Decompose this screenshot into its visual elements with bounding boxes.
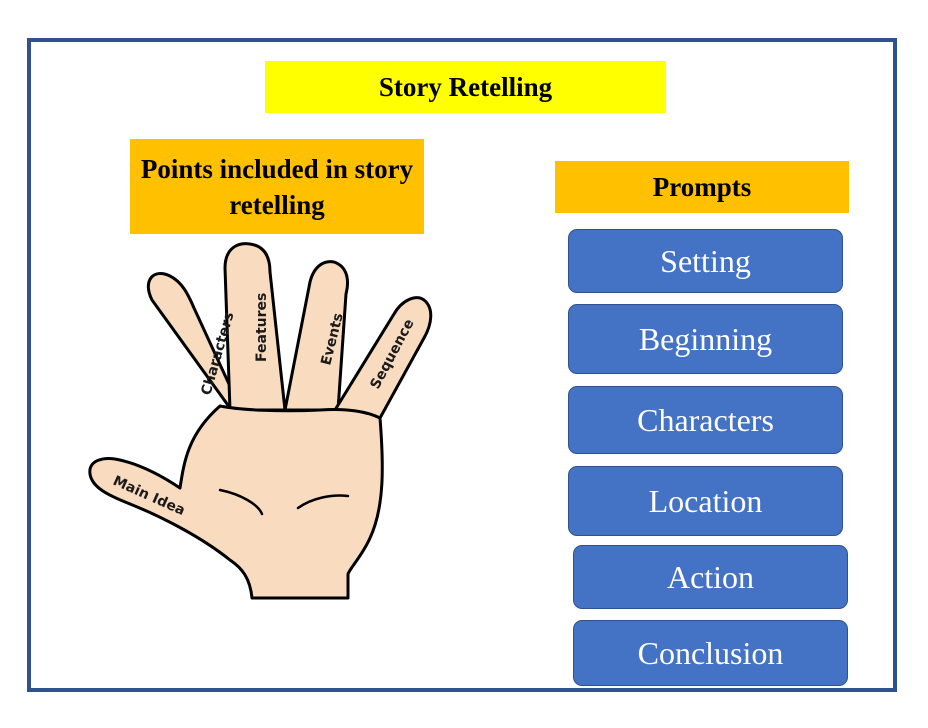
hand-illustration: Main Idea Characters Features Events Seq… [88, 242, 433, 600]
ring-finger [283, 260, 349, 412]
diagram-frame [27, 38, 897, 692]
prompts-heading: Prompts [555, 161, 849, 213]
palm [88, 404, 384, 600]
middle-label: Features [254, 293, 270, 362]
diagram-title: Story Retelling [265, 61, 666, 113]
prompt-conclusion: Conclusion [573, 620, 848, 686]
prompt-location: Location [568, 466, 843, 536]
index-finger [146, 272, 242, 410]
points-heading: Points included in story retelling [130, 139, 424, 234]
prompt-beginning: Beginning [568, 304, 843, 374]
prompt-action: Action [573, 545, 848, 609]
pinky-finger [333, 296, 433, 420]
prompt-setting: Setting [568, 229, 843, 293]
prompt-characters: Characters [568, 386, 843, 454]
middle-finger [223, 242, 287, 412]
